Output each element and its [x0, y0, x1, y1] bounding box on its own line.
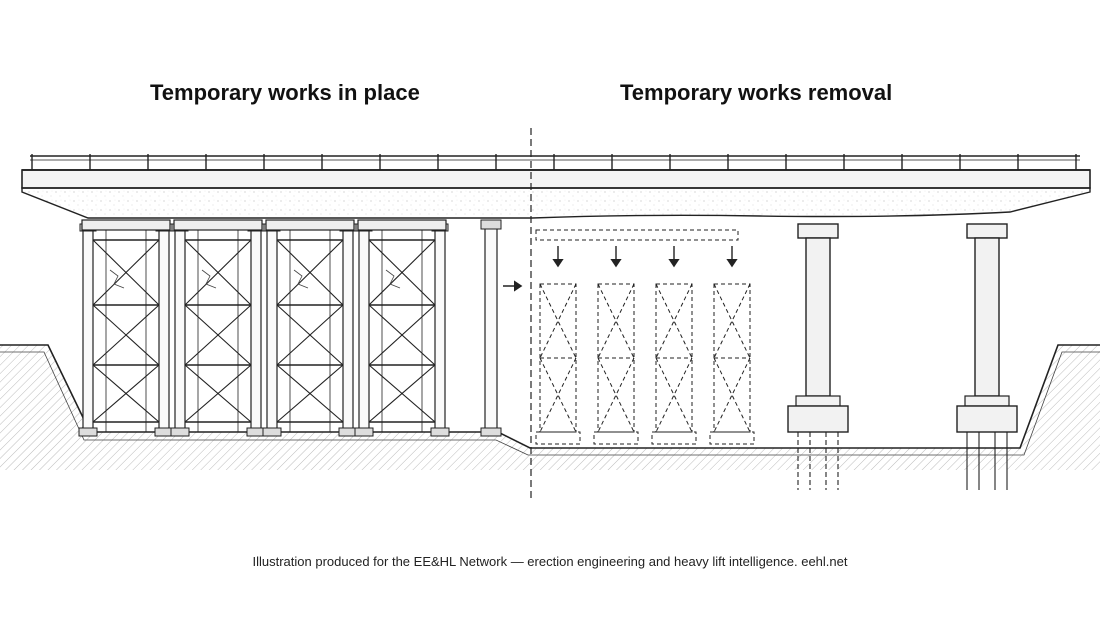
ground-line [0, 344, 1100, 449]
shoring-tower [78, 219, 174, 437]
removed-towers [535, 229, 755, 445]
title-temporary-works-removal: Temporary works removal [620, 80, 893, 105]
ground-lower-line [0, 351, 1100, 456]
permanent-piers [787, 223, 1018, 490]
railing [30, 154, 1080, 170]
caption: Illustration produced for the EE&HL Netw… [252, 554, 848, 569]
bridge-deck [21, 154, 1091, 219]
dashed-tower [593, 246, 639, 445]
ground-surface [0, 345, 1100, 470]
shoring-tower [354, 219, 450, 437]
dashed-tower [651, 246, 697, 445]
shoring-towers [78, 219, 502, 437]
permanent-pier [787, 223, 849, 490]
shoring-tower [170, 219, 266, 437]
title-temporary-works-in-place: Temporary works in place [150, 80, 420, 105]
dashed-head-beam [535, 229, 739, 241]
permanent-pier [956, 223, 1018, 490]
deck-slab [21, 169, 1091, 189]
deck-girder [21, 187, 1091, 219]
dashed-tower [709, 246, 755, 445]
single-prop [480, 219, 502, 437]
shoring-tower [262, 219, 358, 437]
ground [0, 344, 1100, 470]
dashed-tower [535, 246, 581, 445]
